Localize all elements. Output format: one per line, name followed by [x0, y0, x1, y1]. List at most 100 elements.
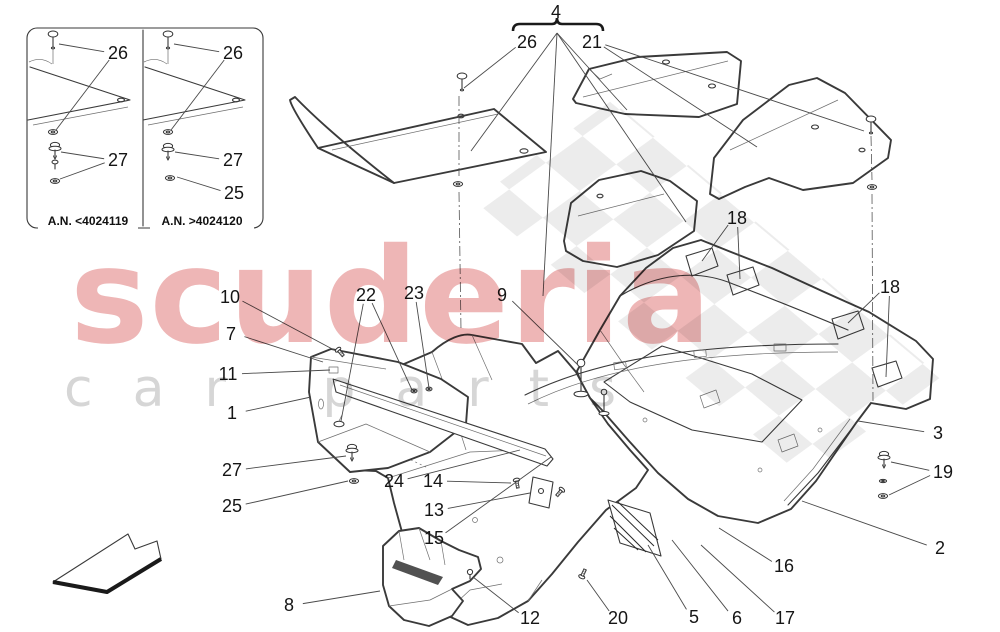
callout-label: 20	[608, 608, 628, 628]
leader-line	[245, 396, 312, 412]
callout-label: 21	[582, 32, 602, 52]
callout-label: 1	[227, 403, 237, 423]
path-detail	[32, 106, 129, 126]
callout-label: 3	[933, 423, 943, 443]
ellipse-detail	[707, 83, 717, 89]
callout-21-group: 21	[582, 32, 865, 148]
leader-line	[60, 151, 105, 160]
stud-ball	[600, 388, 608, 396]
path-detail	[351, 431, 429, 469]
checker-band	[474, 100, 942, 477]
callout-label: 7	[226, 324, 236, 344]
callout-27-left: 27	[222, 455, 347, 480]
fastener-grommet	[877, 493, 889, 499]
grommet-hole	[167, 176, 173, 180]
group-leader-line	[556, 32, 628, 111]
callout-11: 11	[219, 364, 331, 384]
fastener-pin	[865, 115, 877, 135]
leader-line	[603, 46, 758, 148]
fastener-grommet	[866, 184, 878, 190]
callout-label: 11	[219, 364, 238, 384]
leader-line	[245, 480, 349, 505]
callout-label: 17	[775, 608, 795, 628]
callout-label: 25	[222, 496, 242, 516]
grommet-hole	[351, 479, 357, 483]
callout-14: 14	[423, 471, 512, 491]
path-detail	[317, 108, 547, 184]
callout-26-inset-1: 26	[55, 43, 128, 131]
leader-line	[245, 455, 347, 470]
grommet-hole	[412, 389, 416, 393]
callout-label: 8	[284, 595, 294, 615]
pin-tip	[50, 46, 56, 50]
fastener-screw	[334, 346, 345, 358]
callout-5: 5	[647, 544, 699, 627]
callout-6: 6	[671, 539, 742, 628]
checkered-flag-watermark	[474, 100, 942, 477]
leader-line	[55, 59, 110, 131]
circle-detail	[496, 556, 504, 564]
callout-17: 17	[700, 544, 795, 628]
leader-line	[58, 43, 105, 53]
callout-10: 10	[220, 287, 337, 352]
callout-label: 2	[935, 538, 945, 558]
leader-line	[173, 43, 220, 53]
ellipse-detail	[318, 398, 324, 410]
callout-label: 26	[517, 32, 537, 52]
rear-floor-mat-left	[572, 51, 742, 118]
leader-line	[890, 461, 930, 471]
path-detail	[289, 96, 395, 184]
fastener-washer	[878, 478, 888, 484]
direction-arrow	[52, 533, 163, 594]
leader-line	[445, 456, 552, 534]
fastener-stud	[573, 358, 589, 398]
screw-shaft	[514, 480, 520, 489]
clip-head	[466, 568, 474, 576]
rect-detail	[26, 27, 264, 229]
clip-tip	[53, 155, 57, 160]
ellipse-detail	[116, 97, 126, 103]
path-detail	[609, 501, 659, 553]
callout-label: 23	[404, 283, 424, 303]
callout-label: 25	[224, 183, 244, 203]
fastener-screw	[555, 486, 566, 498]
center-axis-line	[871, 193, 874, 402]
grommet-hole	[880, 494, 886, 498]
callout-label: 12	[520, 608, 540, 628]
path-detail	[52, 557, 163, 594]
path-detail	[527, 579, 543, 602]
path-detail	[317, 423, 431, 453]
leader-line	[463, 46, 516, 89]
callout-20: 20	[586, 579, 628, 628]
callout-label: 15	[424, 528, 444, 548]
fastener-grommet	[164, 175, 176, 181]
grommet-hole	[165, 130, 171, 134]
leader-line	[671, 539, 729, 612]
callout-9: 9	[497, 285, 579, 366]
leader-line	[174, 151, 220, 160]
fastener-clip	[48, 141, 62, 160]
wheel-arch-bracket	[382, 527, 482, 627]
fastener-grommet	[348, 478, 360, 484]
leader-line	[586, 579, 610, 612]
fastener-grommet	[162, 129, 174, 135]
leader-line	[446, 480, 512, 484]
leader-line	[700, 544, 775, 613]
callout-16: 16	[718, 527, 794, 576]
callout-7: 7	[226, 324, 324, 363]
leader-line	[59, 162, 105, 180]
grommet-hole	[50, 130, 56, 134]
screw-thread	[556, 490, 561, 497]
path-detail	[142, 66, 246, 121]
fastener-plug	[333, 414, 345, 428]
fastener-pin	[162, 30, 174, 50]
callout-27-inset-2: 27	[174, 150, 243, 170]
pin-head	[51, 159, 59, 165]
leader-line	[302, 590, 381, 605]
leader-line	[472, 576, 519, 614]
fastener-grommet	[452, 181, 464, 187]
screw-shaft	[555, 488, 563, 498]
screw-thread	[581, 568, 587, 575]
circle-detail	[757, 467, 763, 473]
pin-tip	[868, 131, 874, 135]
